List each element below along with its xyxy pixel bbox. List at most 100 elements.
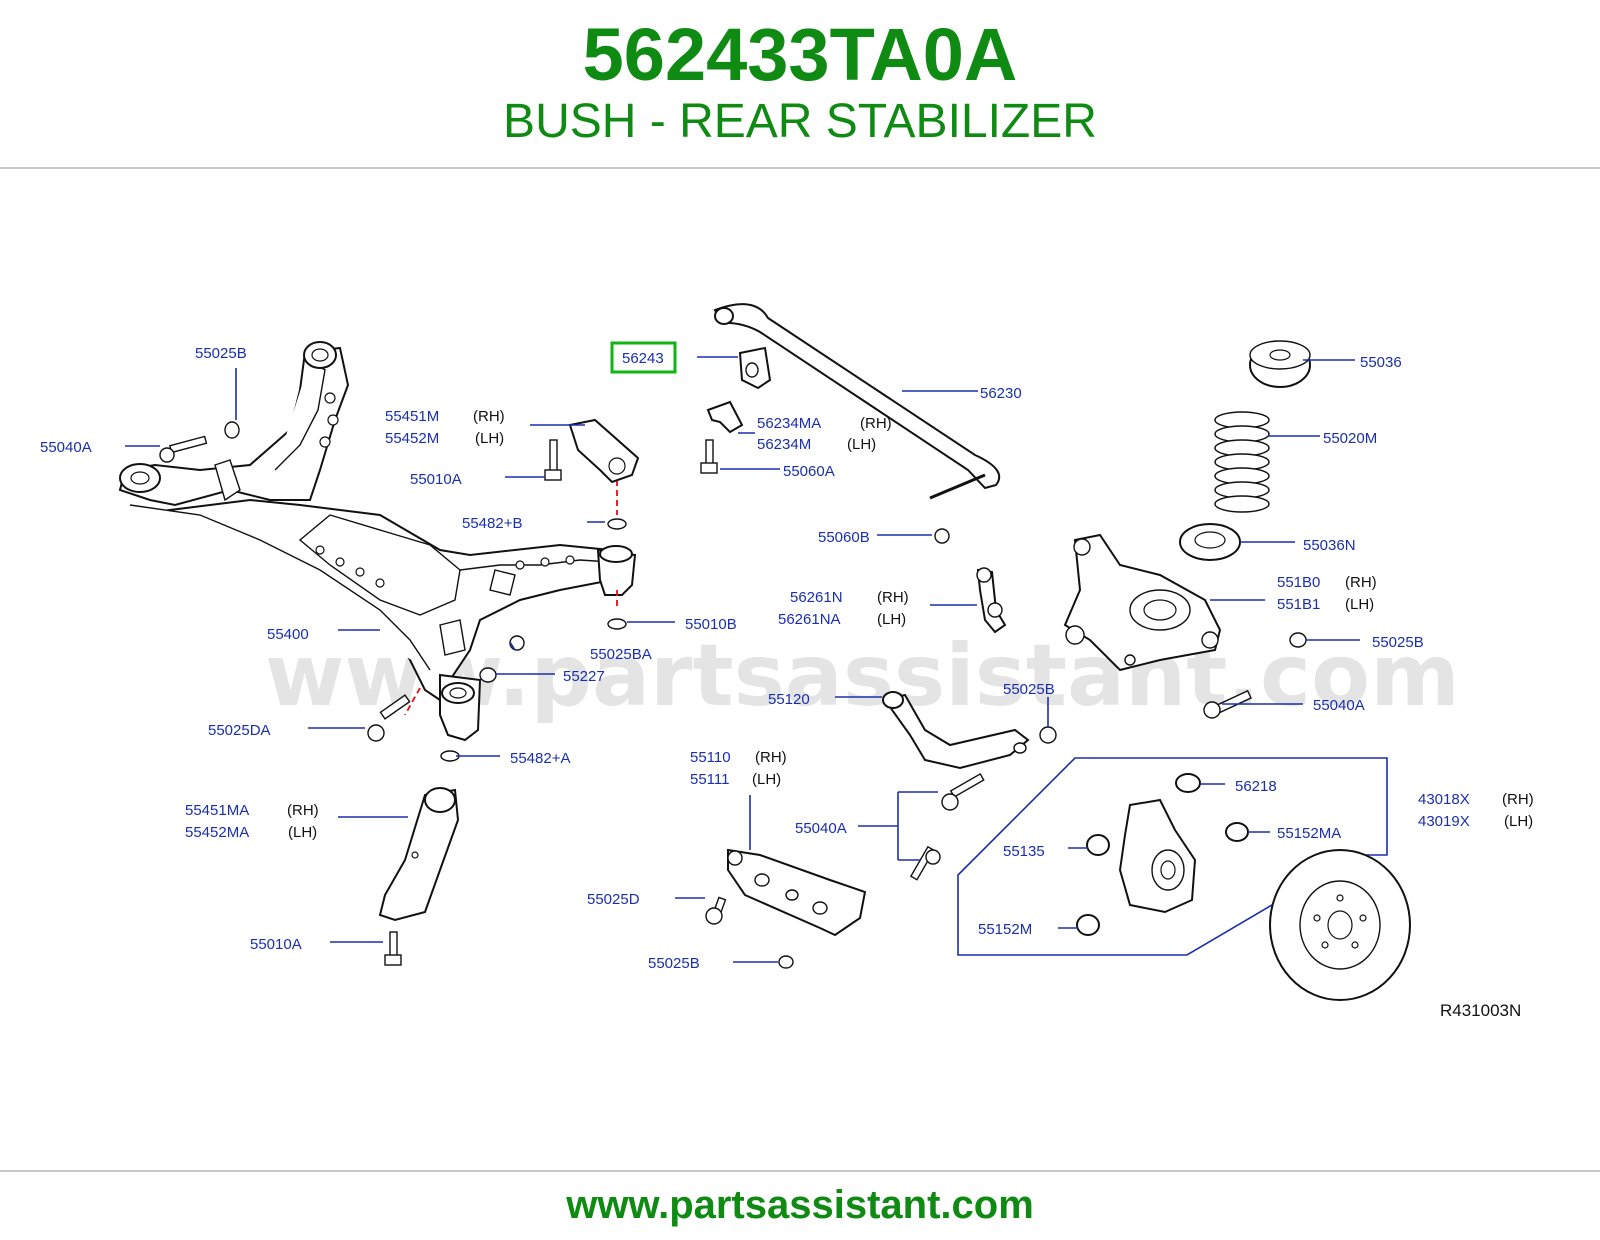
part-label[interactable]: 55452MA	[185, 824, 249, 841]
part-label[interactable]: 55482+B	[462, 515, 522, 532]
side-label: (RH)	[1345, 574, 1377, 591]
washer-illustration	[607, 618, 627, 630]
part-label[interactable]: 55152MA	[1277, 825, 1341, 842]
bush-clamp-illustration	[706, 400, 744, 434]
part-label[interactable]: 55020M	[1323, 430, 1377, 447]
bolt-illustration	[941, 772, 985, 811]
part-label[interactable]: 551B0	[1277, 574, 1320, 591]
part-label[interactable]: 55451M	[385, 408, 439, 425]
part-label[interactable]: 56261NA	[778, 611, 841, 628]
nut-illustration	[509, 635, 525, 651]
rear-lower-arm-illustration	[1063, 533, 1222, 672]
lower-link-illustration	[378, 787, 460, 922]
stabilizer-link-illustration	[976, 567, 1007, 634]
leader-lines	[125, 356, 1360, 963]
part-number-title: 562433TA0A	[582, 13, 1018, 96]
part-label[interactable]: 55451MA	[185, 802, 249, 819]
part-label[interactable]: 55025B	[1003, 681, 1055, 698]
bolt-illustration	[159, 435, 208, 463]
part-label[interactable]: 55040A	[40, 439, 92, 456]
part-label[interactable]: 55025B	[648, 955, 700, 972]
nut-illustration	[224, 421, 240, 439]
part-label[interactable]: 55110	[690, 749, 731, 766]
part-label[interactable]: 55025B	[1372, 634, 1424, 651]
part-label[interactable]: 55227	[563, 668, 605, 685]
nut-illustration	[934, 528, 950, 544]
part-label[interactable]: 55482+A	[510, 750, 570, 767]
brake-disc-illustration	[1269, 849, 1411, 1001]
part-labels: 55025B 55040A 55451M (RH) 55452M (LH) 55…	[40, 345, 1534, 1020]
side-label: (LH)	[1504, 813, 1533, 830]
side-label: (LH)	[752, 771, 781, 788]
alignment-line	[404, 687, 421, 716]
part-label[interactable]: 55010A	[250, 936, 302, 953]
bolt-illustration	[367, 694, 411, 742]
stabilizer-bush-illustration	[738, 346, 772, 390]
upper-link-illustration	[882, 691, 1030, 770]
part-label[interactable]: 55400	[267, 626, 309, 643]
parts-diagram: www.partsassistant.com	[40, 303, 1534, 1020]
coil-spring-illustration	[1214, 411, 1270, 513]
bolt-illustration	[700, 439, 718, 474]
part-label[interactable]: 56261N	[790, 589, 843, 606]
part-label[interactable]: 55025BA	[590, 646, 652, 663]
part-label[interactable]: 56234M	[757, 436, 811, 453]
bolt-illustration	[544, 439, 562, 481]
side-label: (RH)	[1502, 791, 1534, 808]
side-label: (LH)	[847, 436, 876, 453]
part-label[interactable]: 43019X	[1418, 813, 1470, 830]
part-label[interactable]: 551B1	[1277, 596, 1320, 613]
part-label[interactable]: 55060B	[818, 529, 870, 546]
header-divider	[0, 167, 1600, 169]
part-label[interactable]: 56234MA	[757, 415, 821, 432]
bushing-illustration	[1225, 822, 1249, 842]
rear-subframe-illustration	[118, 341, 637, 742]
washer-illustration	[607, 518, 627, 530]
bushing-illustration	[1076, 914, 1100, 936]
side-label: (RH)	[877, 589, 909, 606]
nut-illustration	[1289, 632, 1307, 648]
part-label[interactable]: 55040A	[795, 820, 847, 837]
bolt-illustration	[1203, 689, 1252, 719]
lower-spring-seat-illustration	[1179, 523, 1241, 561]
part-label[interactable]: 55452M	[385, 430, 439, 447]
diagram-reference-code: R431003N	[1440, 1001, 1521, 1020]
part-label[interactable]: 56218	[1235, 778, 1277, 795]
side-label: (RH)	[860, 415, 892, 432]
part-label[interactable]: 55010A	[410, 471, 462, 488]
part-label[interactable]: 55025D	[587, 891, 640, 908]
part-label[interactable]: 55135	[1003, 843, 1045, 860]
bolt-illustration	[705, 896, 727, 925]
bushing-illustration	[1175, 773, 1201, 793]
bolt-illustration	[384, 931, 402, 966]
highlight-box	[610, 341, 677, 374]
bracket-illustration	[568, 418, 640, 484]
part-label[interactable]: 43018X	[1418, 791, 1470, 808]
part-label[interactable]: 55111	[690, 771, 730, 788]
part-label[interactable]: 55060A	[783, 463, 835, 480]
side-label: (LH)	[1345, 596, 1374, 613]
part-label[interactable]: 55040A	[1313, 697, 1365, 714]
highlighted-part-label[interactable]: 56243	[622, 350, 664, 367]
nut-illustration	[778, 955, 794, 969]
rear-knuckle-illustration	[1118, 798, 1197, 914]
page-header: 562433TA0A BUSH - REAR STABILIZER	[0, 0, 1600, 168]
lower-arm-illustration	[727, 848, 867, 937]
part-label[interactable]: 56230	[980, 385, 1022, 402]
spring-seat-illustration	[1249, 340, 1311, 388]
part-label[interactable]: 55036	[1360, 354, 1402, 371]
stabilizer-bar-illustration	[713, 303, 1001, 500]
nut-illustration	[479, 667, 497, 683]
side-label: (LH)	[475, 430, 504, 447]
side-label: (RH)	[755, 749, 787, 766]
bolt-illustration	[909, 845, 941, 881]
footer-divider	[0, 1170, 1600, 1172]
part-label[interactable]: 55010B	[685, 616, 737, 633]
part-label[interactable]: 55025B	[195, 345, 247, 362]
footer-url-link[interactable]: www.partsassistant.com	[566, 1183, 1034, 1227]
part-label[interactable]: 55120	[768, 691, 810, 708]
bushing-illustration	[1086, 834, 1110, 856]
part-label[interactable]: 55025DA	[208, 722, 271, 739]
part-label[interactable]: 55036N	[1303, 537, 1356, 554]
part-label[interactable]: 55152M	[978, 921, 1032, 938]
